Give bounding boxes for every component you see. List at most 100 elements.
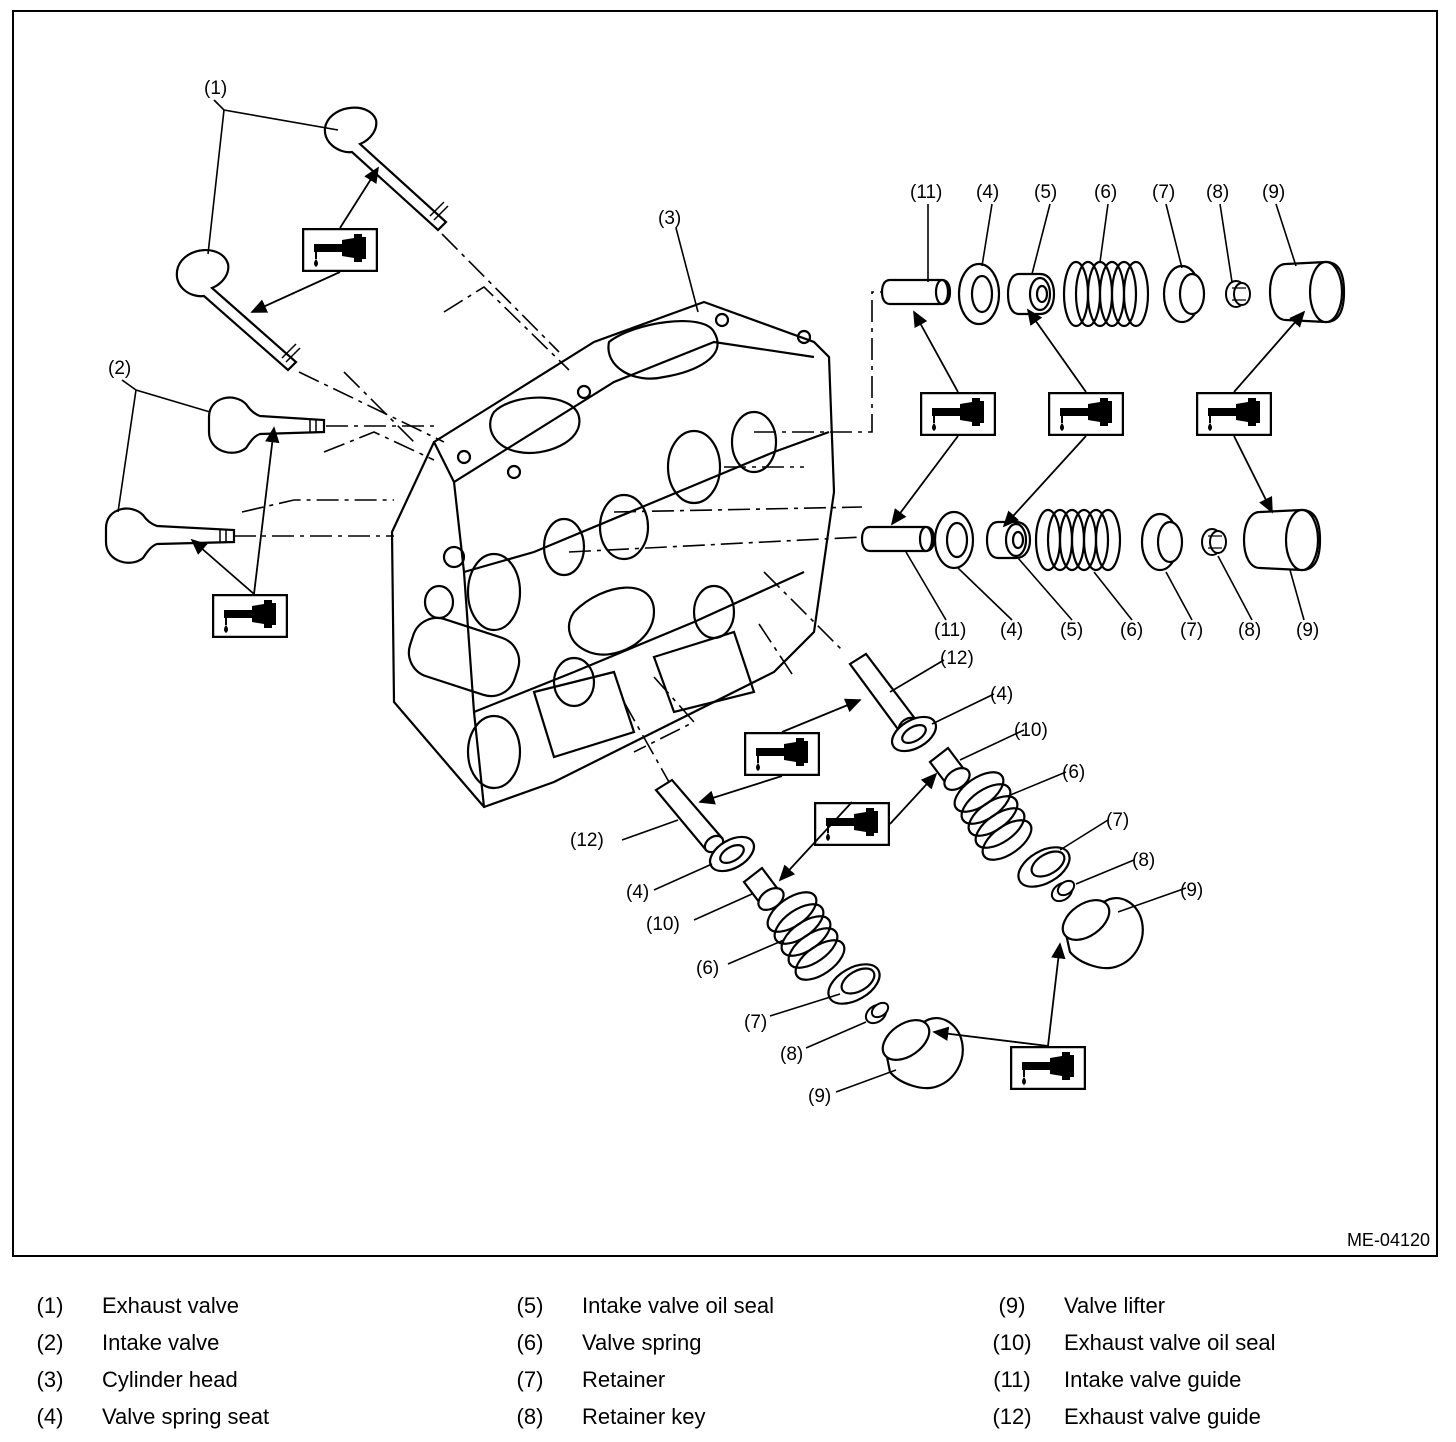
legend-number: (10) bbox=[992, 1330, 1032, 1355]
intake-oil-seal-lower bbox=[985, 520, 1032, 560]
legend-number: (11) bbox=[993, 1367, 1031, 1392]
legend-label: Retainer bbox=[582, 1367, 666, 1392]
valve-spring-lower bbox=[1034, 508, 1122, 572]
parts-legend: (1) Exhaust valve (2) Intake valve (3) C… bbox=[0, 1285, 1456, 1435]
retainer-key-right bbox=[1050, 879, 1076, 903]
exhaust-valve-lower bbox=[175, 249, 301, 372]
callout-4: (4) bbox=[1000, 620, 1023, 641]
callout-1: (1) bbox=[204, 78, 227, 99]
spring-seat-right bbox=[890, 715, 938, 753]
retainer-left bbox=[827, 963, 881, 1005]
callout-6: (6) bbox=[1094, 182, 1117, 203]
legend-number: (5) bbox=[516, 1293, 544, 1318]
intake-guide-upper bbox=[880, 278, 952, 306]
callout-8: (8) bbox=[780, 1044, 803, 1065]
callout-11: (11) bbox=[910, 182, 942, 203]
callout-4: (4) bbox=[990, 684, 1013, 705]
callout-10: (10) bbox=[646, 914, 680, 935]
legend-label: Exhaust valve oil seal bbox=[1064, 1330, 1276, 1355]
lubrication-arrows bbox=[190, 166, 1306, 1047]
legend-label: Exhaust valve bbox=[102, 1293, 239, 1318]
legend-label: Valve spring seat bbox=[102, 1404, 270, 1429]
oil-can-icon bbox=[744, 732, 820, 776]
callout-3: (3) bbox=[658, 208, 681, 229]
valve-spring-right bbox=[953, 771, 1033, 861]
callout-7: (7) bbox=[1152, 182, 1175, 203]
callout-5: (5) bbox=[1034, 182, 1057, 203]
valve-spring-left bbox=[766, 891, 846, 981]
legend-number: (4) bbox=[36, 1404, 64, 1429]
callout-7: (7) bbox=[744, 1012, 767, 1033]
intake-oil-seal-upper bbox=[1006, 272, 1056, 316]
callout-8: (8) bbox=[1206, 182, 1229, 203]
legend-label: Exhaust valve guide bbox=[1064, 1404, 1261, 1429]
legend-number: (8) bbox=[516, 1404, 544, 1429]
spring-seat-lower bbox=[933, 510, 975, 570]
retainer-key-left bbox=[864, 1001, 890, 1025]
alignment-lines bbox=[234, 233, 886, 783]
legend-number: (2) bbox=[36, 1330, 64, 1355]
legend-label: Valve lifter bbox=[1064, 1293, 1166, 1318]
cylinder-head bbox=[390, 300, 836, 809]
retainer-upper bbox=[1162, 264, 1206, 324]
legend-label: Intake valve oil seal bbox=[582, 1293, 774, 1318]
cylinder-head-exploded-view: (1) (2) (3) (11) (4) (5) (6) (7) (8) (9)… bbox=[104, 78, 1346, 1107]
oil-can-icon bbox=[814, 802, 890, 846]
callout-12: (12) bbox=[940, 648, 974, 669]
legend-number: (12) bbox=[992, 1404, 1032, 1429]
oil-can-icon bbox=[1010, 1046, 1086, 1090]
retainer-right bbox=[1017, 846, 1071, 888]
legend-label: Intake valve guide bbox=[1064, 1367, 1242, 1392]
callout-7: (7) bbox=[1180, 620, 1203, 641]
oil-can-icon bbox=[1196, 392, 1272, 436]
callout-10: (10) bbox=[1014, 720, 1048, 741]
legend-number: (3) bbox=[36, 1367, 64, 1392]
valve-lifter-lower bbox=[1242, 508, 1322, 572]
callout-4: (4) bbox=[626, 882, 649, 903]
oil-can-icon bbox=[920, 392, 996, 436]
exhaust-guide-left bbox=[654, 778, 725, 854]
figure-id: ME-04120 bbox=[1346, 1230, 1430, 1250]
legend-label: Retainer key bbox=[582, 1404, 706, 1429]
callout-9: (9) bbox=[1180, 880, 1203, 901]
retainer-key-lower bbox=[1201, 528, 1227, 556]
intake-valve-lower bbox=[104, 507, 236, 564]
callout-labels: (1) (2) (3) (11) (4) (5) (6) (7) (8) (9)… bbox=[108, 78, 1319, 1107]
legend-number: (7) bbox=[516, 1367, 544, 1392]
callout-9: (9) bbox=[808, 1086, 831, 1107]
intake-valve-upper bbox=[207, 396, 326, 454]
legend-label: Intake valve bbox=[102, 1330, 220, 1355]
retainer-lower bbox=[1140, 512, 1184, 572]
callout-8: (8) bbox=[1238, 620, 1261, 641]
leader-lines bbox=[117, 99, 1305, 1093]
callout-9: (9) bbox=[1262, 182, 1285, 203]
callout-6: (6) bbox=[696, 958, 719, 979]
oil-can-icon bbox=[302, 228, 378, 272]
callout-2: (2) bbox=[108, 358, 131, 379]
exhaust-oil-seal-right bbox=[928, 746, 971, 792]
callout-7: (7) bbox=[1106, 810, 1129, 831]
spring-seat-left bbox=[708, 835, 756, 873]
callout-12: (12) bbox=[570, 830, 604, 851]
legend-number: (1) bbox=[36, 1293, 64, 1318]
exhaust-valve-upper bbox=[323, 106, 449, 232]
exploded-diagram-frame: (1) (2) (3) (11) (4) (5) (6) (7) (8) (9)… bbox=[12, 10, 1438, 1257]
oil-can-icon bbox=[1048, 392, 1124, 436]
callout-4: (4) bbox=[976, 182, 999, 203]
callout-9: (9) bbox=[1296, 620, 1319, 641]
oil-can-icon bbox=[212, 594, 288, 638]
retainer-key-upper bbox=[1225, 280, 1251, 308]
callout-6: (6) bbox=[1062, 762, 1085, 783]
legend-label: Valve spring bbox=[582, 1330, 702, 1355]
intake-guide-lower bbox=[860, 525, 936, 553]
callout-11: (11) bbox=[934, 620, 966, 641]
callout-8: (8) bbox=[1132, 850, 1155, 871]
exhaust-oil-seal-left bbox=[742, 866, 785, 912]
legend-number: (6) bbox=[516, 1330, 544, 1355]
spring-seat-upper bbox=[957, 262, 1001, 326]
valve-spring-upper bbox=[1062, 260, 1150, 328]
legend-label: Cylinder head bbox=[102, 1367, 238, 1392]
valve-lifter-right bbox=[1061, 896, 1144, 970]
legend-number: (9) bbox=[998, 1293, 1026, 1318]
valve-lifter-left bbox=[881, 1016, 964, 1090]
